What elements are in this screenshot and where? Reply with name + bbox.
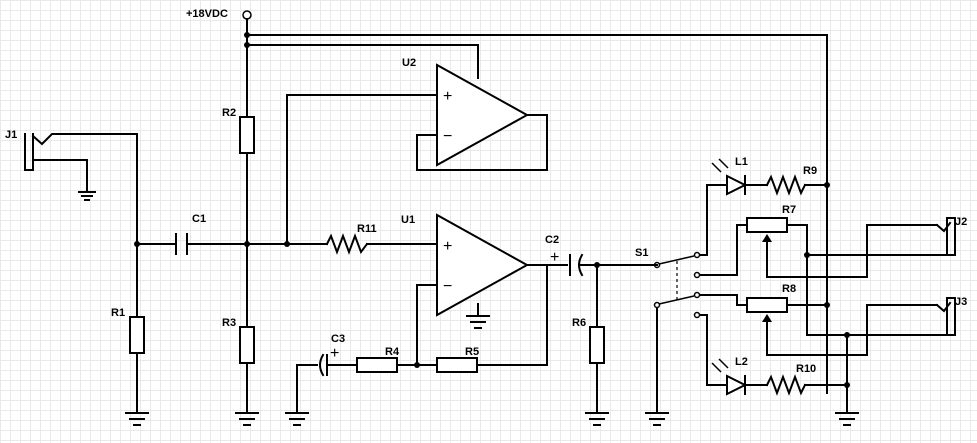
jack-j2 <box>935 217 956 256</box>
label-u2: U2 <box>402 57 416 69</box>
c2-plus-sign: + <box>550 249 559 266</box>
wire-r8-wiper-out <box>766 304 938 356</box>
ground-r3 <box>235 412 259 426</box>
u2-minus-sign: − <box>443 128 452 145</box>
wire-u1-output <box>476 264 548 366</box>
wire-u1-minus <box>416 284 438 366</box>
ground-u1 <box>466 315 490 329</box>
wire-l1-anode <box>699 184 728 256</box>
u1-plus-sign: + <box>443 238 452 255</box>
label-l1: L1 <box>735 156 748 168</box>
capacitor-c1 <box>175 233 188 255</box>
ground-c3 <box>285 412 309 426</box>
label-j2: J2 <box>955 216 967 228</box>
label-r11: R11 <box>357 223 377 235</box>
ground-s1 <box>645 412 669 426</box>
opamp-u2 <box>436 63 530 167</box>
u2-plus-sign: + <box>443 88 452 105</box>
wire-u2-plus <box>286 94 438 245</box>
label-u1: U1 <box>401 214 415 226</box>
capacitor-c3-plate <box>326 354 358 376</box>
wire-r7-wiper-out <box>766 224 938 278</box>
potentiometer-r8 <box>746 297 788 313</box>
resistor-r10 <box>765 374 807 396</box>
wiper-r7-arrow <box>762 234 772 242</box>
wire-s1-r8 <box>699 294 748 306</box>
wire-u2-feedback <box>416 114 548 171</box>
resistor-r6 <box>589 326 605 364</box>
label-r2: R2 <box>222 107 236 119</box>
resistor-r11 <box>325 233 369 255</box>
led-l2-emission <box>711 358 729 373</box>
led-l1 <box>726 174 748 196</box>
resistor-r2 <box>239 116 255 154</box>
c3-plus-sign: + <box>330 345 339 362</box>
led-l1-emission <box>711 158 729 173</box>
jack-j3 <box>935 297 956 336</box>
led-l2 <box>726 374 748 396</box>
wire-c3-ground <box>296 364 318 414</box>
label-c2: C2 <box>545 234 559 246</box>
resistor-r5 <box>436 357 478 373</box>
label-r5: R5 <box>465 346 479 358</box>
wire-l2-anode <box>699 314 728 386</box>
label-r8: R8 <box>782 283 796 295</box>
jack-j1 <box>24 133 138 414</box>
ground-r1 <box>125 412 149 426</box>
label-c3: C3 <box>331 333 345 345</box>
switch-s1 <box>653 251 701 319</box>
label-j3: J3 <box>955 296 967 308</box>
wire-s1-r7 <box>699 224 748 276</box>
resistor-r3 <box>239 326 255 364</box>
opamp-u1 <box>436 213 530 317</box>
label-r4: R4 <box>385 346 400 358</box>
label-r3: R3 <box>222 317 236 329</box>
label-c1: C1 <box>192 213 206 225</box>
wire-r7-end <box>786 224 848 336</box>
u1-minus-sign: − <box>443 278 452 295</box>
ground-r6 <box>585 412 609 426</box>
resistor-r1 <box>129 316 145 354</box>
potentiometer-r7 <box>746 217 788 233</box>
label-r1: R1 <box>111 307 125 319</box>
label-l2: L2 <box>735 356 748 368</box>
label-r9: R9 <box>803 165 817 177</box>
resistor-r9 <box>765 174 807 196</box>
label-s1: S1 <box>635 247 648 259</box>
supply-label: +18VDC <box>186 8 228 20</box>
ground-outputs <box>835 412 859 426</box>
resistor-r4 <box>356 357 398 373</box>
capacitor-c3-curve <box>319 353 325 377</box>
label-r7: R7 <box>782 204 796 216</box>
label-r10: R10 <box>796 363 816 375</box>
label-r6: R6 <box>572 317 586 329</box>
label-j1: J1 <box>5 129 17 141</box>
wiper-r8-arrow <box>762 314 772 322</box>
